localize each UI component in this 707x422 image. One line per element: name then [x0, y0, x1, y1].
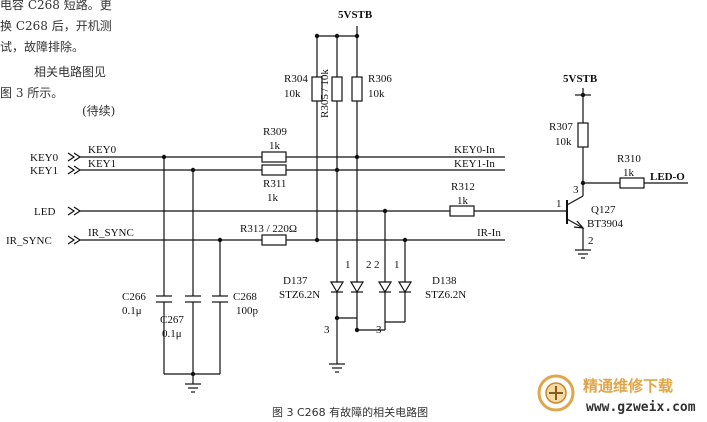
key0-connector-arrow: [67, 152, 82, 162]
d137-diode-b: [349, 281, 365, 294]
net-key1-in: KEY1-In: [454, 158, 495, 170]
q127-value: BT3904: [587, 218, 624, 230]
net-key0-local: KEY0: [88, 144, 117, 156]
d138-pin-3: 3: [376, 324, 382, 336]
connector-key1-label: KEY1: [30, 165, 58, 177]
continued-note: (待续): [82, 104, 116, 118]
c267-ref: C267: [160, 314, 184, 326]
d138-value: STZ6.2N: [425, 289, 466, 301]
figure-caption: 图 3 C268 有故障的相关电路图: [272, 405, 428, 419]
r307-value: 10k: [555, 136, 572, 148]
article-text-line-2: 换 C268 后，开机测: [0, 19, 112, 33]
r305-body: [331, 76, 343, 102]
d137-pin-1: 1: [345, 259, 351, 271]
d138-pin-2: 2: [374, 259, 380, 271]
r309-value: 1k: [269, 140, 281, 152]
q127-pin-2: 2: [588, 235, 594, 247]
article-text-line-5: 图 3 所示。: [0, 86, 64, 100]
net-key1-local: KEY1: [88, 158, 116, 170]
article-text-line-1: 电容 C268 短路。更: [0, 0, 112, 12]
r306-value: 10k: [368, 88, 385, 100]
key1-connector-arrow: [67, 165, 82, 175]
r311-body: [261, 164, 287, 176]
r307-body: [577, 122, 589, 148]
r311-value: 1k: [267, 192, 279, 204]
c266-ref: C266: [122, 291, 146, 303]
ir-connector-arrow: [67, 235, 82, 245]
d137-ref: D137: [283, 275, 308, 287]
d138-pin-1: 1: [394, 259, 400, 271]
net-key0-in: KEY0-In: [454, 144, 495, 156]
led-connector-arrow: [67, 206, 82, 216]
c268-value: 100p: [236, 305, 259, 317]
r312-ref: R312: [451, 181, 475, 193]
r309-body: [261, 151, 287, 163]
r305-label: R305 / 10k: [319, 69, 331, 118]
c267-value: 0.1μ: [162, 328, 182, 340]
c266-value: 0.1μ: [122, 305, 142, 317]
net-ir-sync-local: IR_SYNC: [88, 227, 134, 239]
connector-led-label: LED: [34, 206, 55, 218]
watermark-url: www.gzweix.com: [586, 400, 696, 415]
r310-value: 1k: [623, 167, 635, 179]
article-text-line-3: 试，故障排除。: [0, 40, 85, 54]
r306-ref: R306: [368, 73, 392, 85]
d137-pin-3: 3: [324, 324, 330, 336]
d138-diode-b: [397, 281, 413, 294]
r311-ref: R311: [263, 178, 286, 190]
r307-ref: R307: [549, 121, 573, 133]
net-led-out: LED-O: [650, 171, 685, 183]
power-label-left: 5VSTB: [338, 9, 373, 21]
d137-pin-2: 2: [366, 259, 372, 271]
c268-ref: C268: [233, 291, 257, 303]
r304-ref: R304: [284, 73, 308, 85]
r310-body: [619, 177, 645, 189]
q127-pin-3: 3: [573, 184, 579, 196]
d138-ref: D138: [432, 275, 457, 287]
r313-label: R313 / 220Ω: [240, 223, 297, 235]
power-label-right: 5VSTB: [563, 73, 598, 85]
d137-diode-a: [329, 281, 345, 294]
q127-pin-1: 1: [556, 198, 562, 210]
watermark-title: 精通维修下载: [583, 377, 673, 395]
q127-ref: Q127: [591, 204, 616, 216]
d138-diode-a: [377, 281, 393, 294]
connector-ir-sync-label: IR_SYNC: [6, 235, 52, 247]
r309-ref: R309: [263, 126, 287, 138]
r313-body: [261, 234, 287, 246]
connector-key0-label: KEY0: [30, 152, 59, 164]
r306-body: [351, 76, 363, 102]
r310-ref: R310: [617, 153, 641, 165]
watermark-logo: [537, 374, 575, 412]
r312-body: [449, 205, 475, 217]
r304-value: 10k: [284, 88, 301, 100]
article-text-line-4: 相关电路图见: [34, 65, 107, 79]
q127-emitter-arrow: [573, 220, 585, 229]
net-ir-in: IR-In: [477, 227, 501, 239]
d137-value: STZ6.2N: [279, 289, 320, 301]
r304-body: [311, 76, 323, 102]
r312-value: 1k: [457, 195, 469, 207]
